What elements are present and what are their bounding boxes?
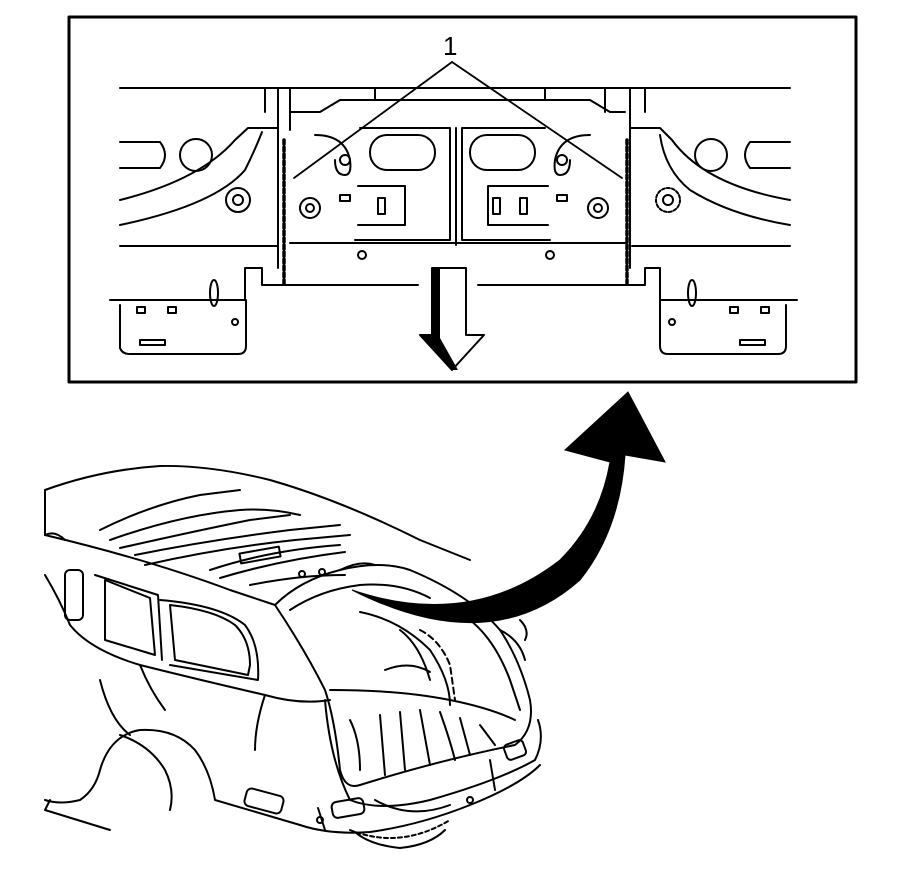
rear-side-window	[169, 604, 251, 676]
rear-side-light	[243, 787, 285, 815]
roof-outline	[44, 464, 471, 561]
right-outer-panel	[629, 87, 798, 355]
center-panel	[284, 87, 641, 286]
callout-label-1: 1	[443, 31, 457, 61]
right-oval-window	[469, 134, 536, 171]
front-side-window	[104, 579, 156, 656]
rear-reflector-left	[330, 797, 366, 819]
callout-leaders	[293, 61, 623, 179]
removal-direction-arrow	[419, 267, 485, 371]
rear-reflector-right	[502, 739, 528, 761]
left-round-hole	[179, 138, 213, 172]
inset-frame	[67, 15, 858, 384]
left-oval-window	[369, 134, 436, 171]
vehicle-body	[44, 464, 542, 849]
left-outer-panel	[109, 87, 286, 355]
detail-inset	[67, 15, 858, 384]
tailgate-opening	[274, 564, 532, 787]
pointer-arrow	[351, 391, 666, 624]
right-round-hole	[694, 138, 728, 172]
